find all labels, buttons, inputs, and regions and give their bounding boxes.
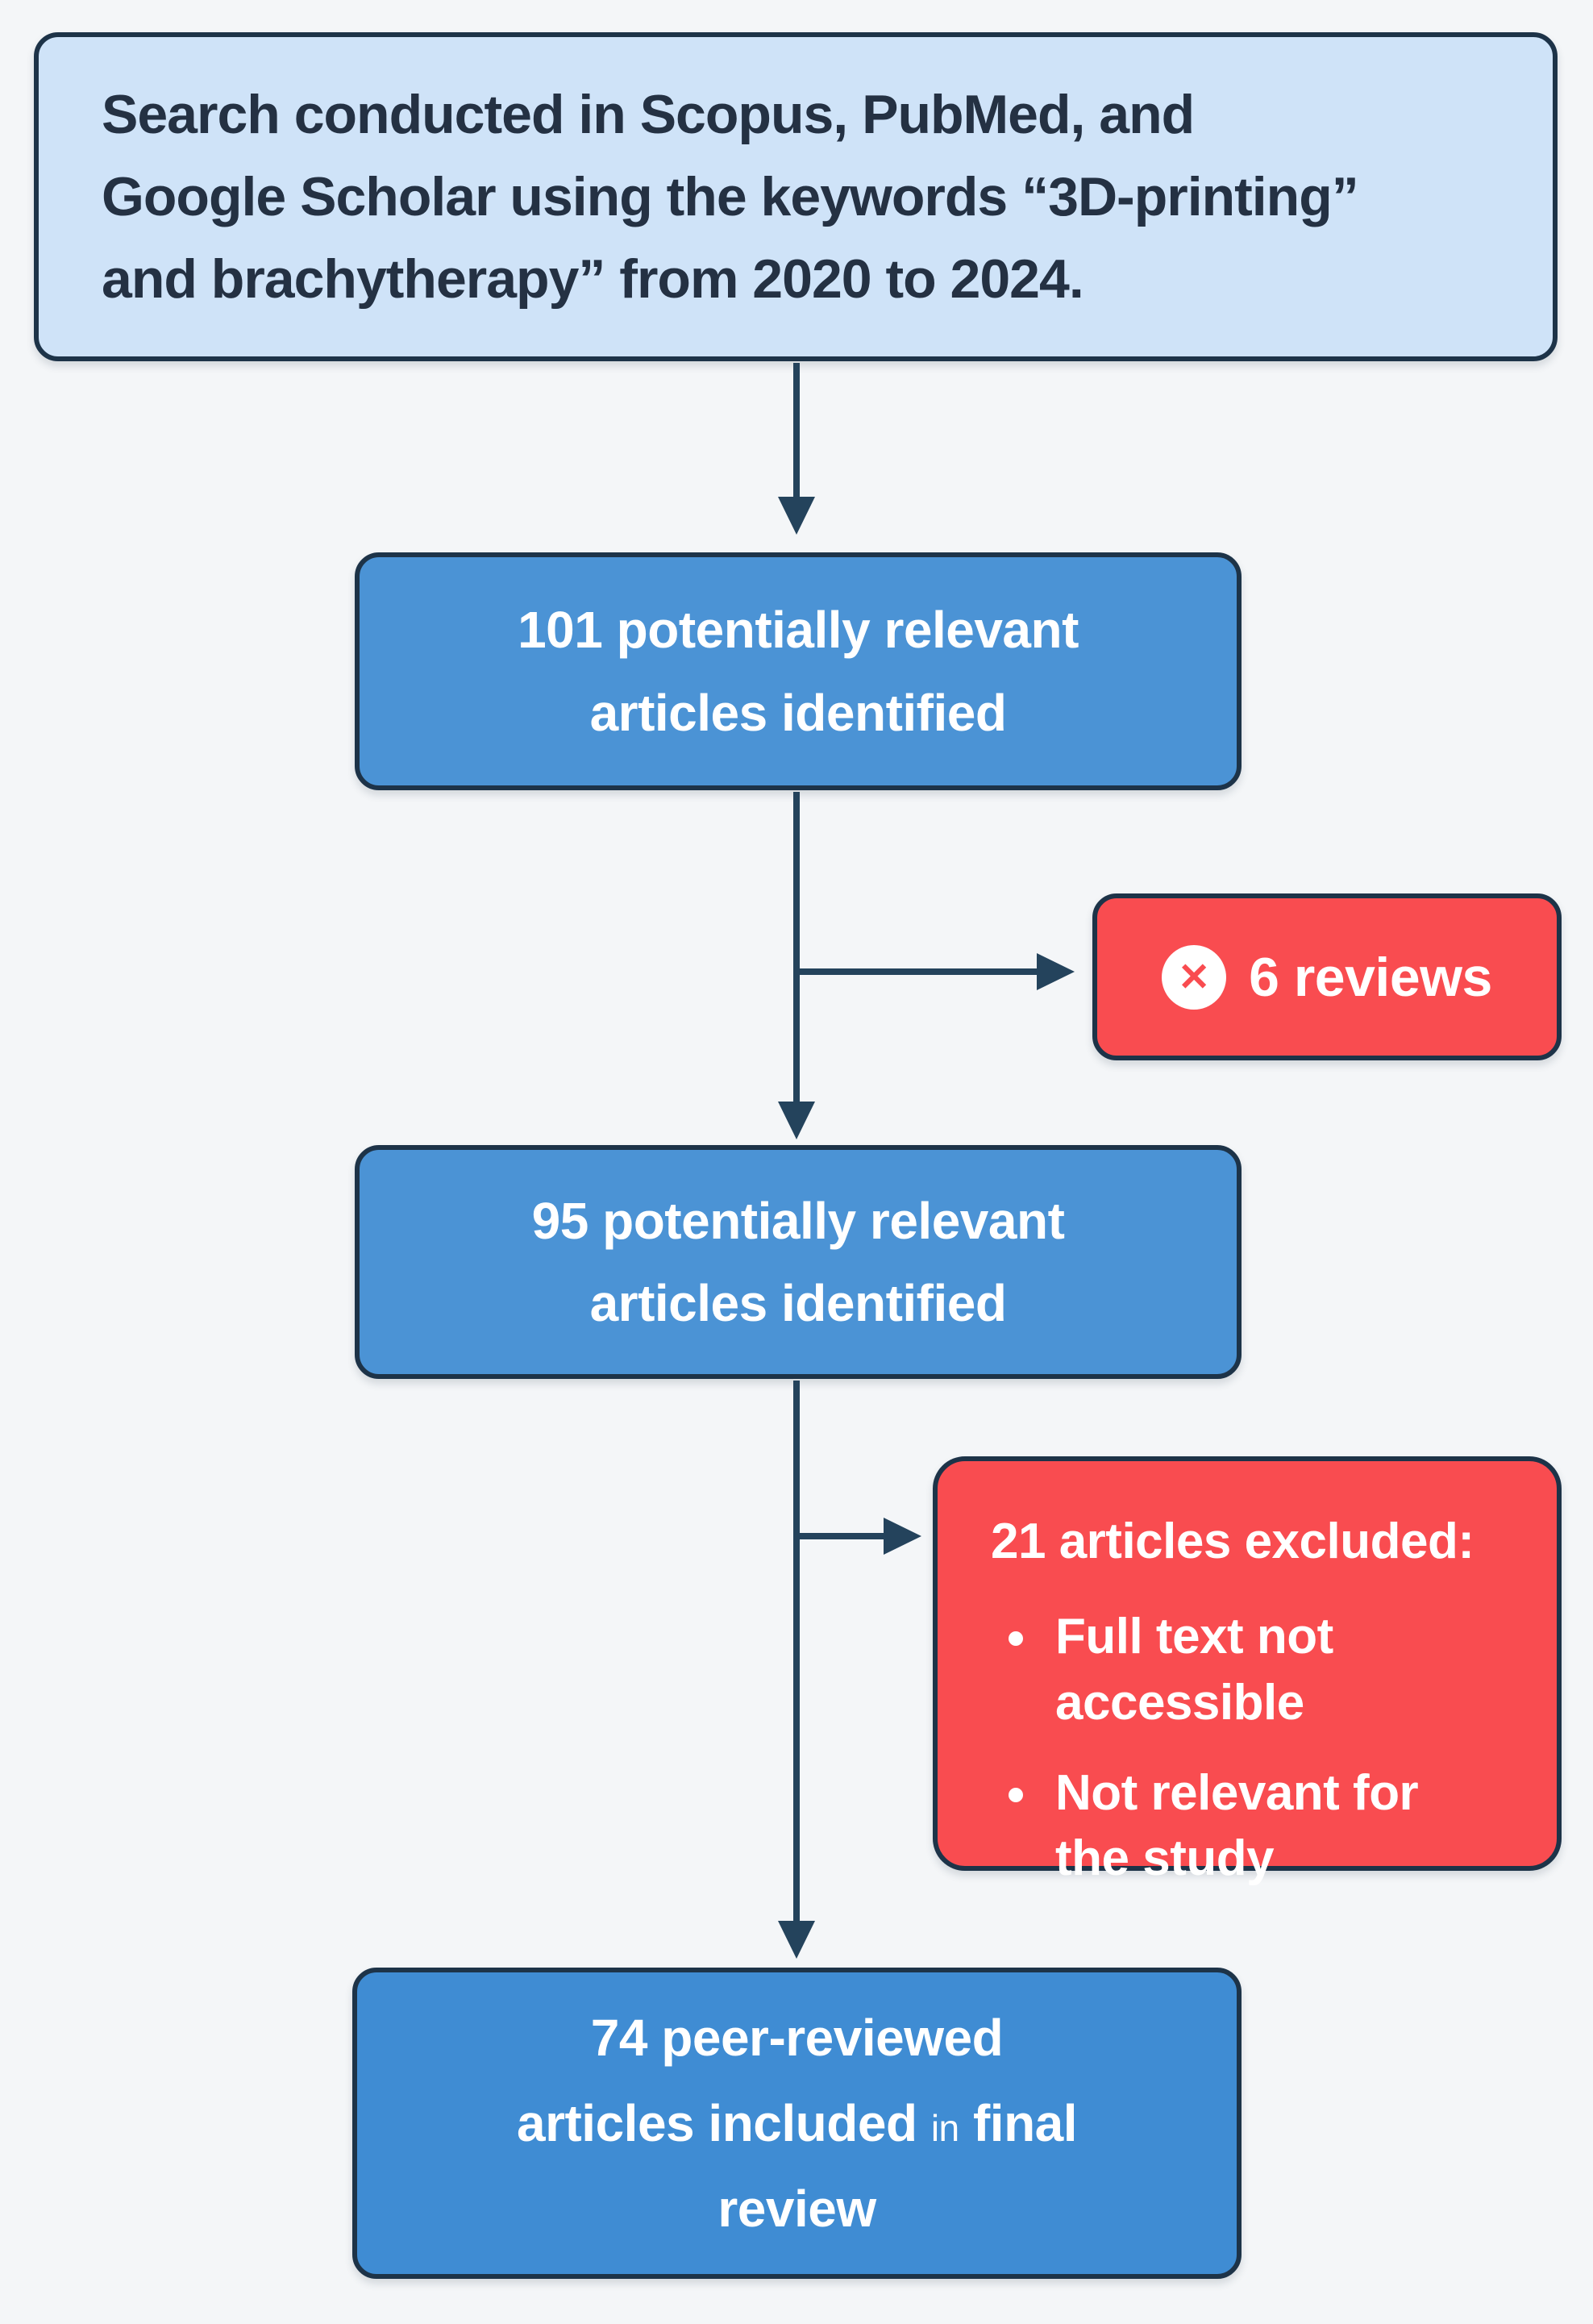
excluded-articles-list: Full text not accessible Not relevant fo… <box>991 1604 1524 1892</box>
arrow-right-icon <box>884 1518 921 1555</box>
connector-line-2 <box>793 792 800 1103</box>
excluded-reason-item: Full text not accessible <box>991 1604 1524 1736</box>
final-line-2-pre: articles included <box>516 2093 917 2152</box>
identified-95-text: 95 potentially relevant articles identif… <box>531 1191 1065 1332</box>
identified-101-box: 101 potentially relevant articles identi… <box>355 552 1242 790</box>
search-description-text: Search conducted in Scopus, PubMed, and … <box>102 84 1359 310</box>
identified-95-box: 95 potentially relevant articles identif… <box>355 1145 1242 1379</box>
excluded-reviews-label: 6 reviews <box>1249 946 1492 1008</box>
final-included-box: 74 peer-reviewed articles included in fi… <box>352 1968 1242 2279</box>
final-included-text: 74 peer-reviewed articles included in fi… <box>516 1995 1078 2252</box>
x-circle-icon: ✕ <box>1162 944 1227 1010</box>
arrow-down-icon <box>778 1102 815 1139</box>
identified-101-text: 101 potentially relevant articles identi… <box>518 601 1079 742</box>
excluded-reviews-box: ✕ 6 reviews <box>1092 893 1562 1060</box>
arrow-right-icon <box>1037 953 1075 990</box>
excluded-articles-content: 21 articles excluded: Full text not acce… <box>938 1461 1557 1892</box>
search-description-box: Search conducted in Scopus, PubMed, and … <box>34 32 1558 361</box>
excluded-reason-item: Not relevant for the study <box>991 1760 1524 1893</box>
arrow-down-icon <box>778 497 815 535</box>
branch-line-excluded <box>796 1533 885 1539</box>
connector-line-1 <box>793 363 800 498</box>
final-line-2-small: in <box>930 2106 959 2149</box>
final-line-1: 74 peer-reviewed <box>590 2008 1004 2067</box>
arrow-down-icon <box>778 1921 815 1959</box>
final-line-2-post: final <box>972 2093 1078 2152</box>
final-line-3: review <box>717 2180 876 2239</box>
connector-line-3 <box>793 1381 800 1922</box>
x-glyph: ✕ <box>1178 956 1211 999</box>
excluded-articles-box: 21 articles excluded: Full text not acce… <box>933 1456 1562 1886</box>
excluded-articles-heading: 21 articles excluded: <box>991 1514 1474 1569</box>
branch-line-reviews <box>796 968 1037 975</box>
